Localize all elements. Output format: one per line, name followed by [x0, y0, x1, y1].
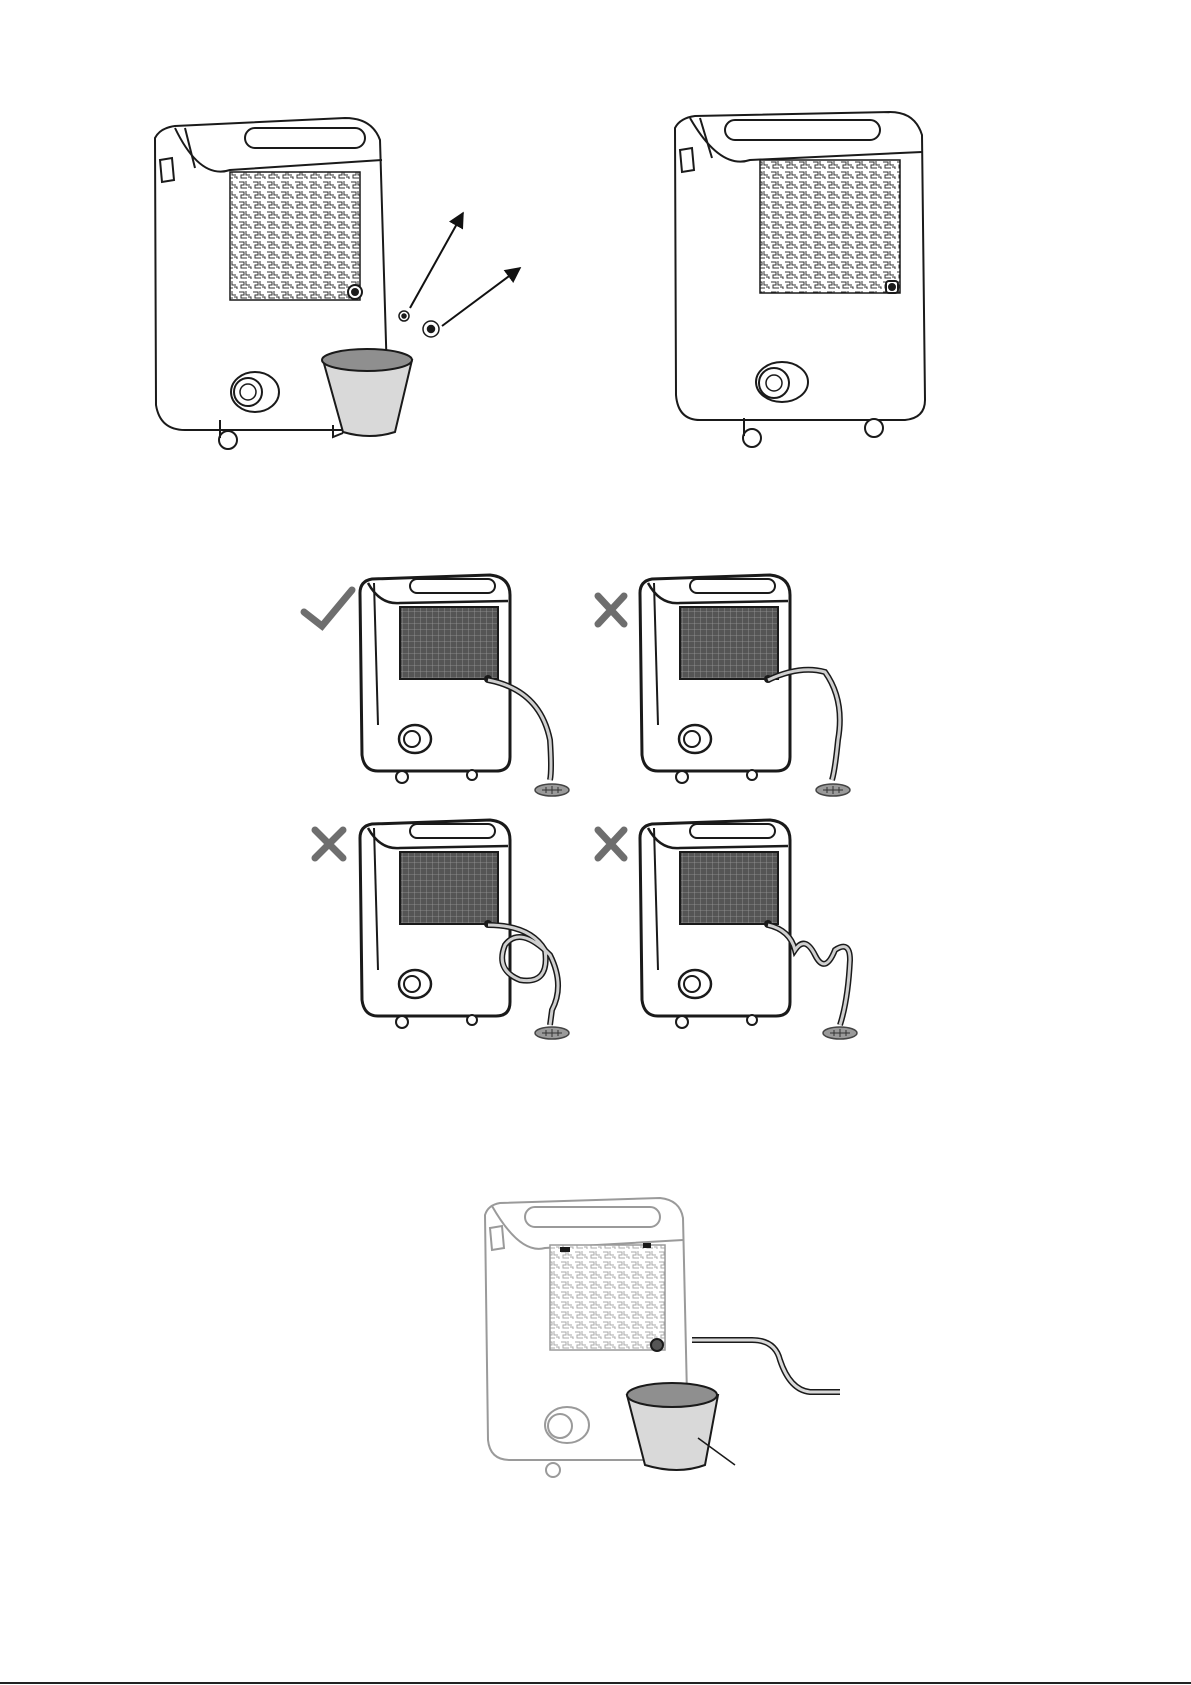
- cross-mark-icon: [315, 830, 343, 858]
- drain-plug-parts: [399, 311, 439, 337]
- hose-panel-incorrect-wavy: [598, 820, 857, 1039]
- arrow-icon: [410, 213, 463, 308]
- figure-continuous-drain-with-bucket: [0, 1160, 1191, 1500]
- check-mark-icon: [304, 590, 352, 626]
- page-bottom-rule: [0, 1682, 1191, 1684]
- hose-panel-incorrect-coiled: [315, 820, 569, 1039]
- cross-mark-icon: [598, 830, 624, 858]
- hose-panel-incorrect-raised: [598, 575, 850, 796]
- hose-panel-correct: [304, 575, 569, 796]
- arrow-icon: [442, 268, 520, 326]
- figure-hose-placement: [0, 540, 1191, 1060]
- water-bucket: [627, 1383, 735, 1470]
- figure-remove-drain-plug: [0, 0, 1191, 470]
- cross-mark-icon: [598, 596, 624, 624]
- dehumidifier-unit-right: [675, 112, 925, 447]
- drain-hose: [692, 1340, 840, 1392]
